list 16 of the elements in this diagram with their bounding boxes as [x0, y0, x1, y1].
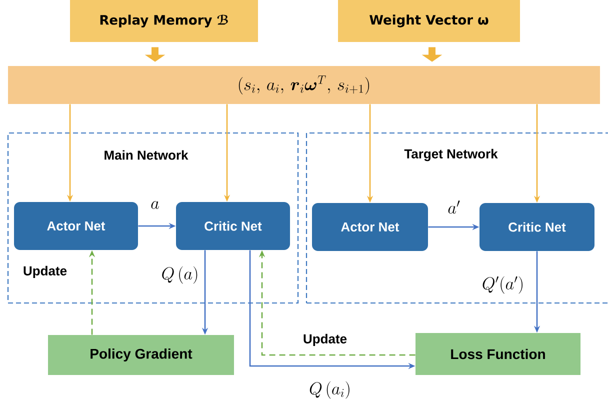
edge-label: $Q'(a')$ [480, 275, 526, 295]
input-box: Replay Memory ℬ [70, 0, 258, 42]
edge-label: $Q\left(a_i\right)$ [308, 380, 352, 400]
network-box: Actor Net [312, 203, 428, 251]
transition-band: $(s_i,\, a_i,\, \boldsymbol{r}_i\boldsymbol{\omega}^T,\, s_{i+1})$ [8, 66, 600, 104]
input-box: Weight Vector ω [338, 0, 520, 42]
output-box: Policy Gradient [48, 335, 234, 375]
network-box: Critic Net [176, 202, 290, 250]
network-box: Critic Net [480, 203, 594, 251]
edge-label: Update [302, 332, 348, 348]
edge-label: $a$ [150, 200, 160, 210]
output-box: Loss Function [416, 333, 580, 375]
network-box: Actor Net [14, 202, 138, 250]
edge-label: $Q\left(a\right)$ [160, 265, 200, 285]
edge-label: $a'$ [446, 200, 462, 214]
edge-label: Update [22, 264, 68, 280]
